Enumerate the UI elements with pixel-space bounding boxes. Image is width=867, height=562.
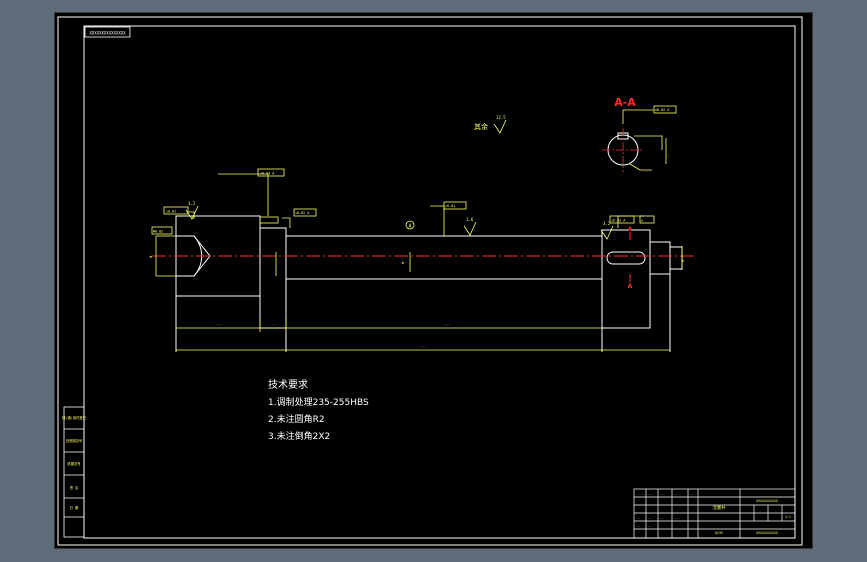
roughness-main: 12.5: [496, 115, 506, 120]
svg-text:⊥0.03 A: ⊥0.03 A: [260, 172, 274, 176]
remaining-roughness-label: 其余: [474, 122, 488, 131]
svg-text:··: ··: [648, 516, 652, 520]
title-stamp-text: XXXXXXXXXXXXXXX: [89, 31, 126, 36]
svg-text:··: ··: [272, 323, 276, 327]
svg-text:Φ··: Φ··: [149, 252, 153, 258]
tech-requirements-heading: 技术要求: [268, 378, 308, 391]
svg-text:≡0.02 A: ≡0.02 A: [655, 108, 669, 112]
svg-text:··: ··: [674, 492, 678, 496]
roughness-symbols: [185, 119, 614, 240]
svg-text:··: ··: [660, 516, 664, 520]
roughness-mid: 1.6: [466, 217, 474, 222]
title-block-text: 活塞杆 XXXXXXXXXXX XXXXXXXXXXX 1:1 Q235: [712, 499, 791, 535]
section-cut-markers: A A: [628, 226, 633, 290]
engineering-drawing: XXXXXXXXXXXXXXX: [57, 16, 803, 546]
section-title: A-A: [614, 96, 636, 109]
svg-text:Φ··: Φ··: [401, 258, 405, 264]
part-name: 活塞杆: [712, 504, 726, 511]
roughness-right: 3.2: [603, 221, 611, 226]
svg-text:···: ···: [644, 170, 650, 174]
section-marker-top: A: [628, 226, 633, 233]
svg-text:Φ0.02: Φ0.02: [153, 230, 163, 234]
svg-text:···: ···: [216, 323, 222, 327]
scale-value: 1:1: [785, 515, 791, 519]
cad-viewport[interactable]: XXXXXXXXXXXXXXX: [54, 12, 813, 549]
dimension-numbers: ··· ·· ··· ··· Φ·· Φ·· Φ··: [149, 252, 685, 349]
tech-requirement-1: 1.调制处理235-255HBS: [268, 396, 369, 408]
svg-text:⊥0.02 A: ⊥0.02 A: [611, 219, 625, 223]
svg-text:··: ··: [660, 492, 664, 496]
section-marker-bottom: A: [628, 283, 633, 290]
side-label-strip: 借(通)用件登记 旧底图总号 底图总号 签 名 日 期: [62, 406, 87, 538]
dimension-lines: [155, 173, 683, 351]
svg-text:··: ··: [648, 492, 652, 496]
title-block: [633, 488, 796, 539]
side-label-5: 日 期: [70, 505, 79, 510]
side-label-2: 旧底图总号: [66, 438, 83, 443]
tech-requirements: 技术要求 1.调制处理235-255HBS 2.未注圆角R2 3.未注倒角2X2: [268, 378, 369, 442]
piston-rod-view: [175, 215, 683, 352]
datum-letter: A: [408, 224, 411, 230]
title-stamp: XXXXXXXXXXXXXXX: [84, 26, 131, 38]
inner-border: [83, 25, 796, 539]
side-label-4: 签 名: [70, 485, 79, 490]
svg-text:Φ··: Φ··: [681, 256, 685, 262]
roughness-left: 3.2: [188, 201, 196, 206]
svg-text:··: ··: [648, 524, 652, 528]
gdt-frames: [151, 168, 655, 235]
outer-border: [57, 16, 803, 546]
svg-text:⊥0.02 A: ⊥0.02 A: [295, 211, 309, 215]
svg-text:○0.01: ○0.01: [166, 210, 176, 214]
section-view: ≡0.02 A ·· ···: [602, 105, 677, 174]
svg-text:··: ··: [674, 516, 678, 520]
svg-text:···: ···: [444, 323, 450, 327]
svg-text:···: ···: [420, 345, 426, 349]
svg-text:··: ··: [636, 524, 640, 528]
svg-text:·· ··: ·· ··: [636, 492, 645, 496]
svg-text:··: ··: [667, 154, 671, 158]
svg-text:··: ··: [636, 516, 640, 520]
material-code: Q235: [715, 531, 723, 535]
drawing-number-bottom: XXXXXXXXXXX: [756, 531, 778, 535]
svg-text:◎: ◎: [641, 219, 644, 223]
title-block-cells: ·· ·········· ········ ····: [636, 492, 694, 528]
svg-text:··: ··: [690, 492, 694, 496]
side-label-1: 借(通)用件登记: [62, 415, 86, 420]
drawing-number: XXXXXXXXXXX: [756, 499, 778, 503]
tech-requirement-3: 3.未注倒角2X2: [268, 430, 330, 442]
svg-text:○0.01: ○0.01: [445, 204, 455, 208]
datum-marker: A: [405, 220, 415, 230]
tech-requirement-2: 2.未注圆角R2: [268, 413, 325, 425]
gdt-text: ⊥0.03 A ○0.01 Φ0.02 ⊥0.02 A ○0.01 ⊥0.02 …: [153, 172, 644, 234]
side-label-3: 底图总号: [67, 461, 81, 466]
